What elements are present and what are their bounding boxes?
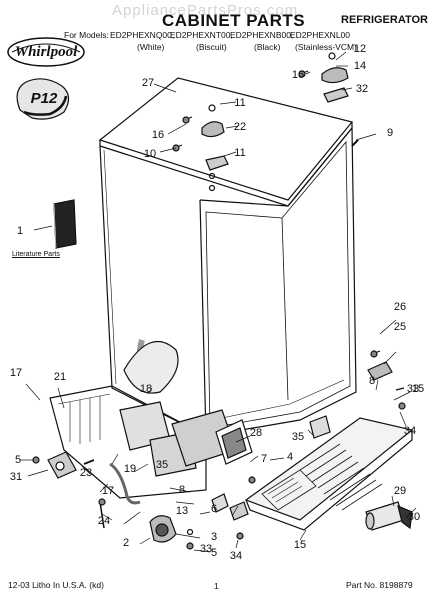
callout-number: 8 xyxy=(179,484,185,496)
callout-number: 15 xyxy=(294,539,306,551)
models-label: For Models: xyxy=(64,30,109,40)
model-number: ED2PHEXNB00, xyxy=(230,30,294,40)
callout-number: 33 xyxy=(200,543,212,555)
callout-number: 9 xyxy=(387,127,393,139)
callout-number: 6 xyxy=(211,503,217,515)
brand-text: Whirlpool xyxy=(15,44,78,60)
model-number: ED2PHEXNL00 xyxy=(290,30,351,40)
hinge-left xyxy=(201,121,225,138)
callout-number: 1 xyxy=(17,225,23,237)
callout-number: 5 xyxy=(15,454,21,466)
callout-number: 19 xyxy=(124,463,136,475)
rear-panel xyxy=(49,385,207,499)
model-color: (Black) xyxy=(254,42,281,52)
callout-number: 14 xyxy=(354,60,366,72)
callout-number: 27 xyxy=(142,77,154,89)
callout-number: 16 xyxy=(292,69,304,81)
literature-booklet xyxy=(53,199,77,249)
lower-hinge xyxy=(367,361,393,381)
callout-number: 26 xyxy=(394,301,406,313)
callout-number: 29 xyxy=(394,485,406,497)
callout-number: 13 xyxy=(176,505,188,517)
callout-number: 24 xyxy=(98,515,110,527)
callout-number: 16 xyxy=(152,129,164,141)
callout-number: 11 xyxy=(234,147,245,159)
callout-number: 17 xyxy=(102,485,114,497)
callout-number: 33 xyxy=(407,383,419,395)
callout-number: 17 xyxy=(10,367,22,379)
model-number: ED2PHEXNQ00, xyxy=(110,30,175,40)
callout-number: 35 xyxy=(292,431,304,443)
model-number: ED2PHEXNT00, xyxy=(170,30,233,40)
callout-number: 2 xyxy=(123,537,129,549)
callout-number: 32 xyxy=(356,83,368,95)
callout-number: 30 xyxy=(408,511,420,523)
watermark: AppliancePartsPros.com xyxy=(112,2,299,19)
callout-number: 25 xyxy=(394,321,406,333)
callout-number: 5 xyxy=(211,547,217,559)
p12-badge-text: P12 xyxy=(31,90,58,107)
callout-number: 35 xyxy=(156,459,168,471)
callout-number: 10 xyxy=(144,148,156,160)
literature-parts-label: Literature Parts xyxy=(12,251,60,258)
part-number: Part No. 8198879 xyxy=(346,580,413,590)
footer-litho: 12-03 Litho In U.S.A. (kd) xyxy=(8,580,104,590)
callout-number: 11 xyxy=(234,97,245,109)
whirlpool-logo: Whirlpool xyxy=(7,37,85,67)
model-color: (Stainless-VCM) xyxy=(295,42,357,52)
callout-number: 12 xyxy=(354,43,366,55)
p12-badge xyxy=(16,78,70,120)
callout-number: 22 xyxy=(234,121,246,133)
callout-number: 3 xyxy=(211,531,217,543)
model-color: (Biscuit) xyxy=(196,42,227,52)
callout-number: 15 xyxy=(412,383,424,395)
page-title: CABINET PARTS xyxy=(162,11,306,30)
appliance-type: REFRIGERATOR xyxy=(341,14,428,26)
callout-number: 34 xyxy=(230,550,242,562)
callout-number: 18 xyxy=(140,383,152,395)
callout-number: 23 xyxy=(80,467,92,479)
callout-number: 4 xyxy=(287,451,293,463)
callout-number: 31 xyxy=(10,471,22,483)
page-number: 1 xyxy=(214,581,219,591)
callout-number: 28 xyxy=(250,427,262,439)
hinge-right xyxy=(321,67,349,84)
model-color: (White) xyxy=(137,42,165,52)
callout-number: 34 xyxy=(404,425,416,437)
cabinet-front xyxy=(199,126,357,437)
callout-number: 8 xyxy=(369,375,375,387)
callout-number: 7 xyxy=(261,453,267,465)
cabinet-top xyxy=(98,77,354,201)
base-grille xyxy=(244,417,414,521)
callout-number: 21 xyxy=(54,371,66,383)
